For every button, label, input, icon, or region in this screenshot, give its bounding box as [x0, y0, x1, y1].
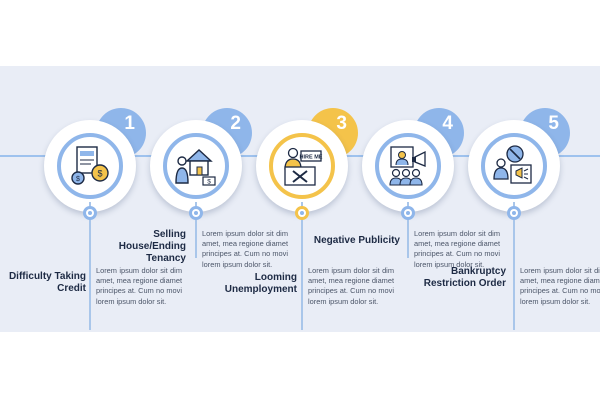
- timeline-dot: [401, 206, 415, 220]
- step-icon-ring: HIRE ME: [269, 133, 335, 199]
- timeline-dot: [507, 206, 521, 220]
- step-description: Lorem ipsum dolor sit dim amet, mea regi…: [520, 266, 600, 306]
- svg-text:$: $: [76, 176, 80, 183]
- step-title: Looming Unemployment: [224, 272, 297, 295]
- step-description: Lorem ipsum dolor sit dim amet, mea regi…: [202, 229, 288, 269]
- svg-text:HIRE ME: HIRE ME: [300, 155, 323, 161]
- credit-documents-coins-icon: $ $: [71, 146, 109, 185]
- house-sale-icon: $: [175, 149, 216, 186]
- step-connector: [195, 202, 197, 258]
- step-connector: [513, 202, 515, 330]
- megaphone-crowd-icon: [389, 146, 426, 186]
- svg-text:$: $: [97, 169, 102, 179]
- step-title: Bankruptcy Restriction Order: [423, 266, 506, 289]
- restriction-order-icon: [493, 145, 532, 184]
- step-icon-ring: $ $: [57, 133, 123, 199]
- timeline-dot: [83, 206, 97, 220]
- svg-text:$: $: [207, 179, 211, 186]
- step-icon-ring: [481, 133, 547, 199]
- step-connector: [407, 202, 409, 258]
- timeline-dot: [295, 206, 309, 220]
- step-description: Lorem ipsum dolor sit dim amet, mea regi…: [308, 266, 394, 306]
- step-description: Lorem ipsum dolor sit dim amet, mea regi…: [414, 229, 500, 269]
- step-connector: [89, 202, 91, 330]
- step-description: Lorem ipsum dolor sit dim amet, mea regi…: [96, 266, 182, 306]
- step-icon-ring: $: [163, 133, 229, 199]
- step-title: Selling House/Ending Tenancy: [118, 229, 186, 264]
- timeline-dot: [189, 206, 203, 220]
- step-connector: [301, 202, 303, 330]
- step-title: Difficulty Taking Credit: [8, 271, 86, 294]
- hire-me-sign-icon: HIRE ME: [284, 147, 323, 186]
- step-icon-ring: [375, 133, 441, 199]
- step-title: Negative Publicity: [313, 235, 400, 246]
